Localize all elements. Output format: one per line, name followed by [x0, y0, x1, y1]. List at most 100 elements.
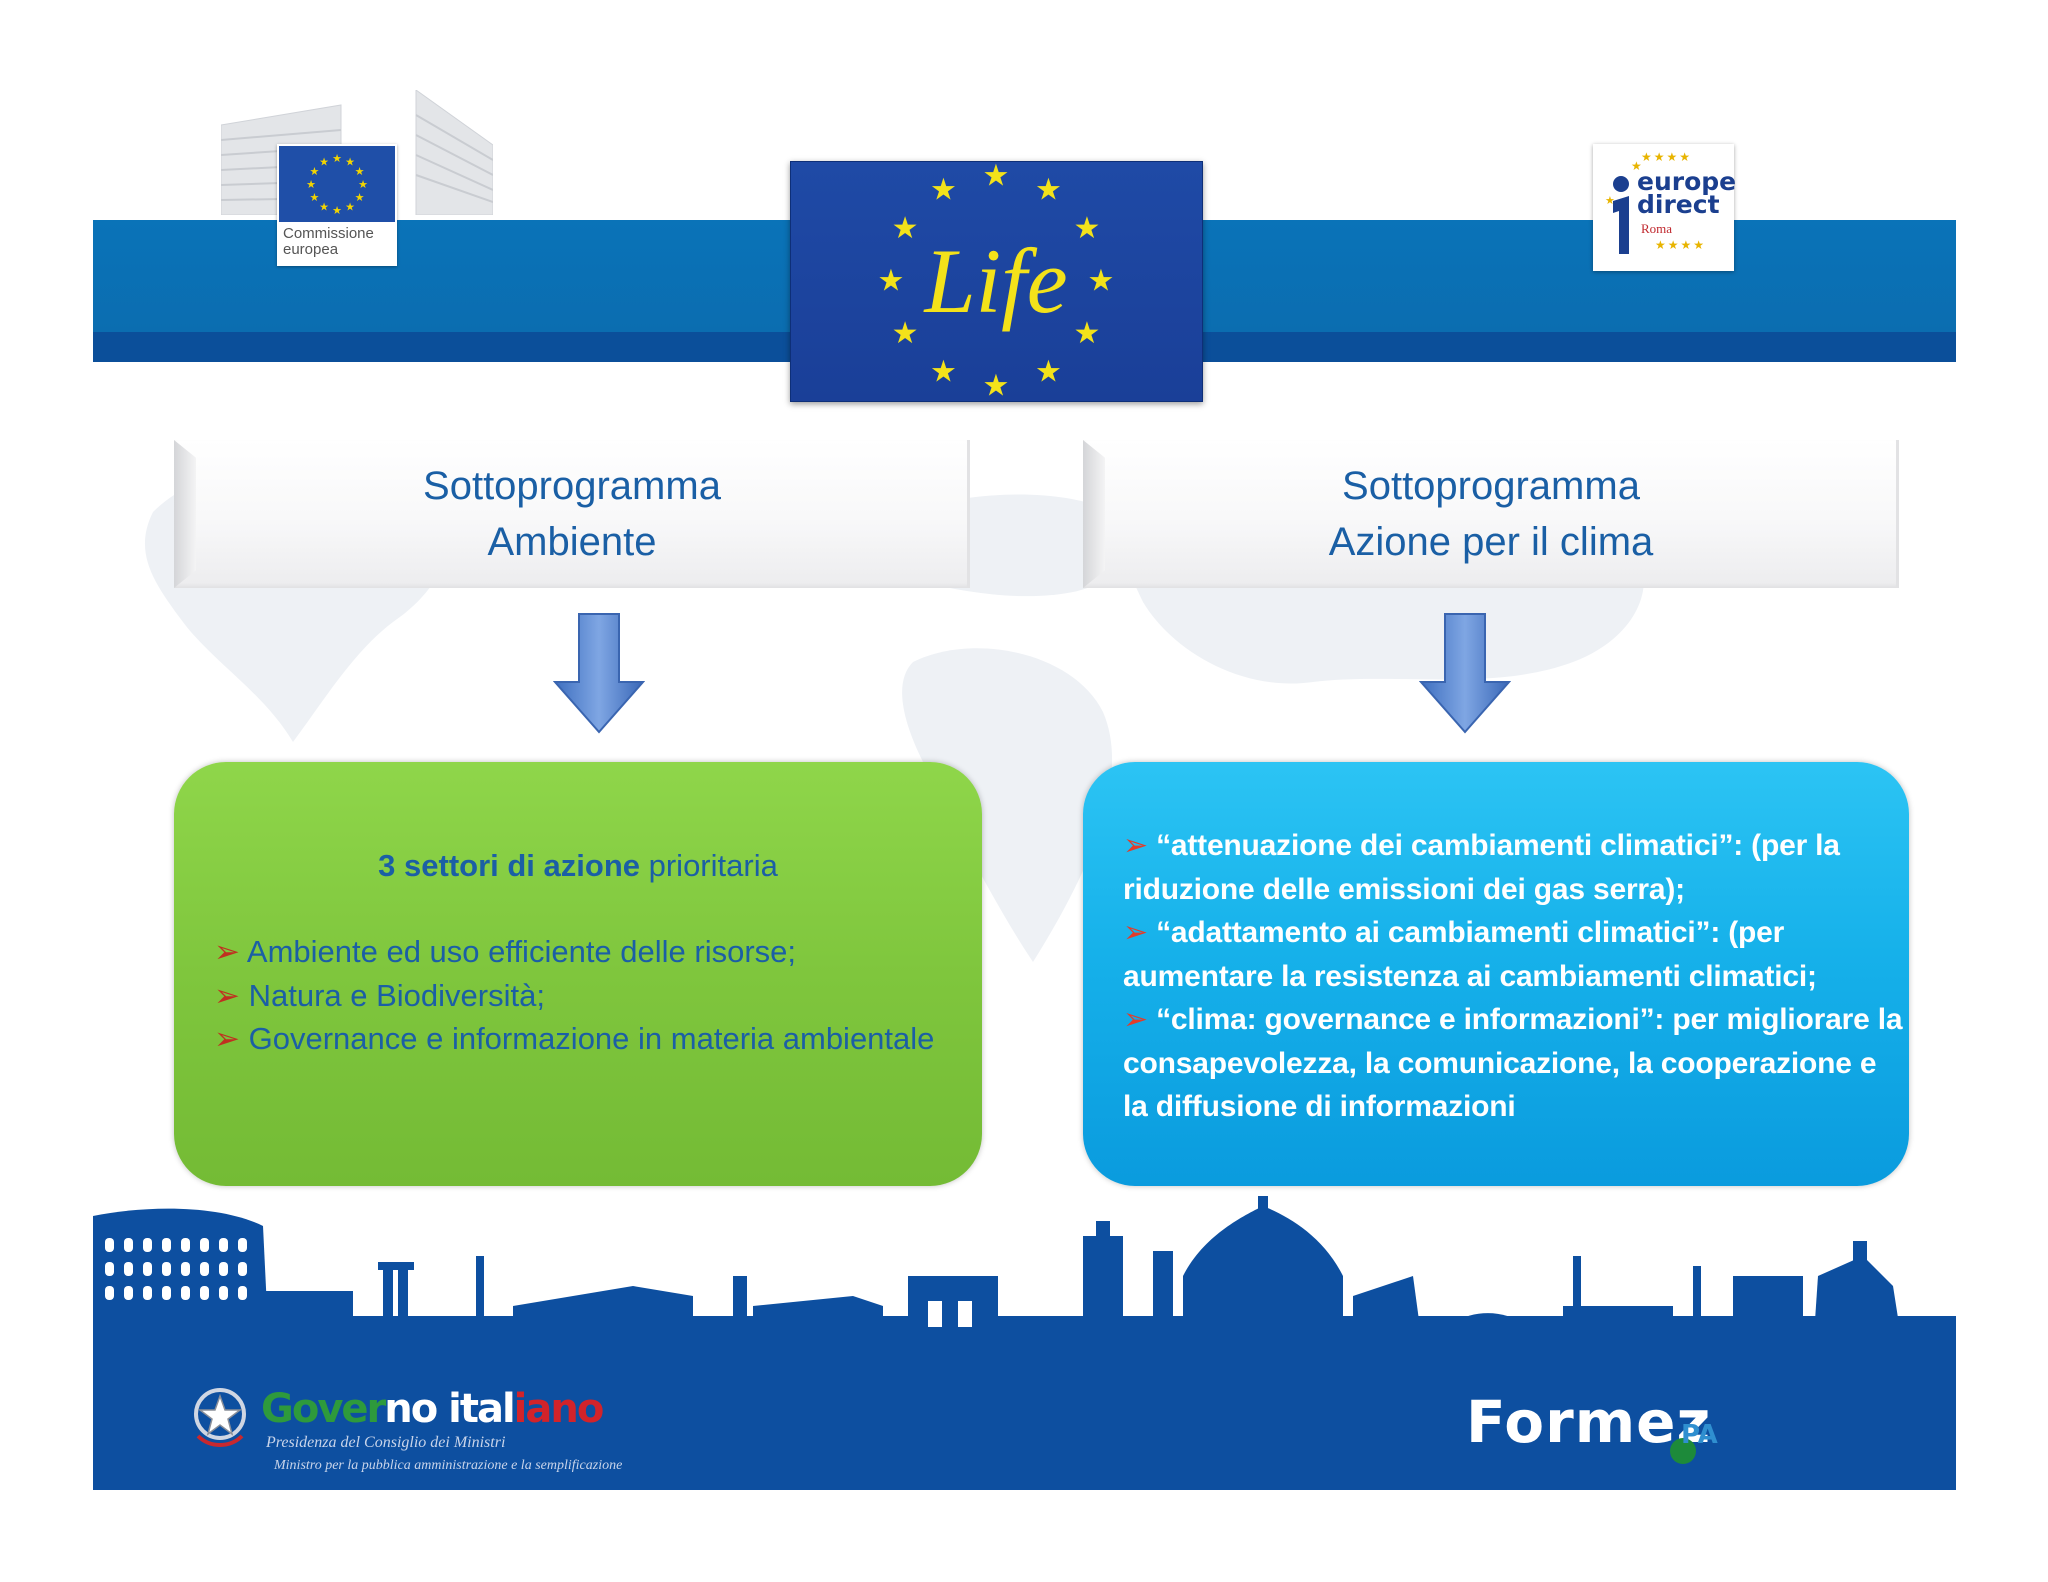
- star-icon: ★: [332, 153, 342, 165]
- colosseum-arch: [181, 1238, 190, 1252]
- section-header-ambiente-line2: Ambiente: [487, 520, 657, 564]
- section-header-ambiente: Sottoprogramma Ambiente: [174, 440, 970, 588]
- commission-line1: Commissione: [283, 225, 374, 242]
- star-icon: ★: [1073, 317, 1100, 350]
- europe-direct-stars-icon: ★★★★: [1641, 150, 1693, 164]
- star-icon: ★: [930, 355, 957, 388]
- arrowhead-bullet-icon: ➢: [1123, 916, 1157, 949]
- commission-logo: ★★★★★★★★★★★★ Commissione europea: [277, 144, 397, 266]
- star-icon: ★: [355, 166, 365, 178]
- colosseum-arch: [162, 1286, 171, 1300]
- list-item: ➢ “attenuazione dei cambiamenti climatic…: [1123, 824, 1903, 911]
- colosseum-arch: [124, 1286, 133, 1300]
- governo-italiano-title: Governo italiano: [261, 1386, 604, 1432]
- gov-title-part1: Gover: [261, 1386, 386, 1432]
- colosseum-arch: [200, 1262, 209, 1276]
- colosseum-arch: [162, 1238, 171, 1252]
- star-icon: ★: [878, 265, 905, 298]
- list-item: ➢ Natura e Biodiversità;: [214, 974, 954, 1018]
- star-icon: ★: [892, 212, 919, 245]
- formez-dot-icon: [1670, 1438, 1696, 1464]
- star-icon: ★: [355, 192, 365, 204]
- arrow-down-icon: [553, 613, 645, 734]
- arrowhead-bullet-icon: ➢: [1123, 829, 1157, 862]
- formez-pa-suffix: PA: [1681, 1420, 1718, 1450]
- europe-direct-line2: direct: [1637, 190, 1720, 219]
- star-icon: ★: [892, 317, 919, 350]
- star-icon: ★: [345, 156, 355, 168]
- star-icon: ★: [930, 174, 957, 207]
- life-logo: ★★★★★★★★★★★★ Life: [790, 160, 1203, 403]
- colosseum-arch: [181, 1286, 190, 1300]
- colosseum-arch: [105, 1238, 114, 1252]
- ambiente-list: ➢ Ambiente ed uso efficiente delle risor…: [214, 930, 954, 1061]
- commission-line2: europea: [283, 241, 339, 258]
- list-item: ➢ Governance e informazione in materia a…: [214, 1017, 954, 1061]
- star-icon: ★: [332, 205, 342, 217]
- arrowhead-bullet-icon: ➢: [214, 934, 247, 969]
- colosseum-arch: [200, 1238, 209, 1252]
- clima-item-3: “clima: governance e informazioni”: per …: [1123, 1003, 1903, 1123]
- colosseum-arch: [200, 1286, 209, 1300]
- life-wordmark: Life: [922, 230, 1067, 332]
- section-header-clima-line1: Sottoprogramma: [1342, 464, 1640, 508]
- star-icon: ★: [1073, 212, 1100, 245]
- footer-band: [93, 1348, 1956, 1490]
- arrowhead-bullet-icon: ➢: [214, 1021, 249, 1056]
- svg-text:★: ★: [1605, 195, 1615, 207]
- italian-emblem-icon: [194, 1388, 246, 1447]
- colosseum-arch: [124, 1262, 133, 1276]
- colosseum-arch: [143, 1262, 152, 1276]
- colosseum-arch: [124, 1238, 133, 1252]
- colosseum-arch: [219, 1238, 228, 1252]
- clima-box: ➢ “attenuazione dei cambiamenti climatic…: [1083, 762, 1909, 1186]
- colosseum-arch: [219, 1262, 228, 1276]
- ambiente-item-3: Governance e informazione in materia amb…: [248, 1021, 935, 1056]
- gov-subtitle-1: Presidenza del Consiglio dei Ministri: [266, 1434, 506, 1451]
- section-header-clima: Sottoprogramma Azione per il clima: [1083, 440, 1899, 588]
- colosseum-arch: [162, 1262, 171, 1276]
- section-header-clima-line2: Azione per il clima: [1328, 520, 1654, 564]
- ambiente-title-bold: 3 settori di azione: [378, 848, 640, 883]
- gov-subtitle-2: Ministro per la pubblica amministrazione…: [274, 1458, 623, 1473]
- colosseum-arch: [143, 1238, 152, 1252]
- commission-logo-text: Commissione europea: [283, 226, 374, 258]
- rome-skyline: [93, 1196, 1956, 1350]
- colosseum-arch: [143, 1286, 152, 1300]
- list-item: ➢ “clima: governance e informazioni”: pe…: [1123, 998, 1903, 1129]
- colosseum-arch: [238, 1262, 247, 1276]
- colosseum-arch: [181, 1262, 190, 1276]
- star-icon: ★: [310, 192, 320, 204]
- svg-text:★: ★: [1631, 159, 1642, 173]
- star-icon: ★: [345, 201, 355, 213]
- colosseum-arch: [238, 1238, 247, 1252]
- colosseum-arch: [105, 1262, 114, 1276]
- europe-direct-city: Roma: [1641, 221, 1673, 236]
- europe-direct-text: europe direct: [1637, 167, 1737, 219]
- colosseum-arch: [238, 1286, 247, 1300]
- star-icon: ★: [319, 201, 329, 213]
- arrowhead-bullet-icon: ➢: [214, 977, 249, 1013]
- clima-list: ➢ “attenuazione dei cambiamenti climatic…: [1123, 824, 1903, 1129]
- star-icon: ★: [1035, 355, 1062, 388]
- gov-title-part2: no ital: [384, 1386, 515, 1432]
- star-icon: ★: [983, 370, 1010, 402]
- eu-flag-icon: ★★★★★★★★★★★★: [279, 146, 395, 222]
- clima-item-1: “attenuazione dei cambiamenti climatici”…: [1123, 829, 1840, 906]
- europe-direct-logo: ★ ★ europe direct Roma ★★★★ ★★★★: [1593, 144, 1737, 271]
- europe-direct-line1: europe: [1637, 167, 1737, 196]
- europe-direct-mark-icon: ★ ★: [1605, 159, 1642, 254]
- ambiente-box-title: 3 settori di azione prioritaria: [174, 848, 982, 884]
- star-icon: ★: [319, 156, 329, 168]
- arrow-down-icon-right: [1419, 613, 1511, 734]
- star-icon: ★: [306, 179, 316, 191]
- star-icon: ★: [310, 166, 320, 178]
- formez-logo-text: Formez: [1466, 1388, 1712, 1456]
- ambiente-item-2: Natura e Biodiversità;: [248, 977, 545, 1013]
- list-item: ➢ Ambiente ed uso efficiente delle risor…: [214, 930, 954, 974]
- europe-direct-stars-bottom-icon: ★★★★: [1655, 238, 1707, 252]
- star-icon: ★: [1035, 174, 1062, 207]
- colosseum-arch: [219, 1286, 228, 1300]
- section-header-ambiente-line1: Sottoprogramma: [423, 464, 721, 508]
- arrowhead-bullet-icon: ➢: [1123, 1003, 1157, 1036]
